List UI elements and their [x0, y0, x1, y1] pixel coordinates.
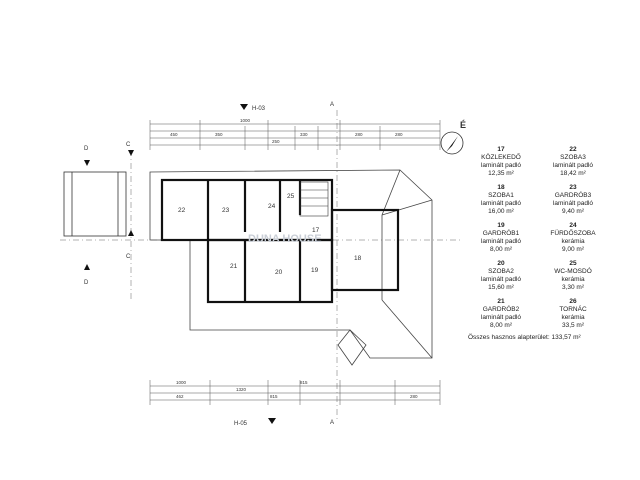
room-name: GARDRÓB3 — [554, 192, 592, 199]
dim-text: 815 — [300, 380, 308, 385]
top-dimension-lines — [149, 120, 441, 150]
dim-text: 280 — [355, 132, 363, 137]
dim-text: 462 — [176, 394, 184, 399]
room-floor: laminált padló — [480, 276, 522, 283]
room-floor: kerámia — [561, 314, 585, 321]
watermark-logo: DUNA HOUSE — [248, 233, 322, 245]
room-label-20: 20 — [275, 269, 283, 276]
axis-a-top: A — [330, 102, 334, 108]
total-area: Összes hasznos alapterület: 133,57 m² — [468, 334, 581, 341]
room-label-25: 25 — [287, 193, 295, 200]
room-name: KÖZLEKEDŐ — [481, 154, 521, 161]
room-name: GARDRÓB2 — [482, 306, 520, 313]
room-floor: laminált padló — [552, 200, 594, 207]
legend-room: 25 WC-MOSDÓ kerámia 3,30 m² — [538, 260, 608, 292]
room-name: TORNÁC — [559, 306, 587, 313]
bottom-dimension-texts: 1000 815 1320 462 815 280 — [176, 380, 418, 399]
legend-room: 17 KÖZLEKEDŐ laminált padló 12,35 m² — [466, 146, 536, 178]
marker-c-top — [128, 150, 134, 156]
room-name: SZOBA1 — [488, 192, 514, 199]
section-arrow-top — [240, 104, 248, 110]
legend-room: 24 FÜRDŐSZOBA kerámia 9,00 m² — [538, 222, 608, 254]
room-number: 19 — [497, 222, 505, 229]
dim-text: 1000 — [176, 380, 187, 385]
top-dimension-texts: 1000 450 350 330 280 280 250 — [170, 118, 403, 144]
axis-d-top: D — [84, 146, 89, 152]
north-label: É — [460, 120, 466, 130]
room-name: FÜRDŐSZOBA — [550, 230, 596, 237]
legend-room: 20 SZOBA2 laminált padló 15,60 m² — [466, 260, 536, 292]
section-lines — [60, 110, 460, 420]
section-arrow-bottom — [268, 418, 276, 424]
room-number: 26 — [569, 298, 577, 305]
room-label-19: 19 — [311, 267, 319, 274]
room-area: 8,00 m² — [489, 246, 513, 253]
left-terrace — [63, 171, 127, 237]
legend-room: 23 GARDRÓB3 laminált padló 9,40 m² — [538, 184, 608, 216]
room-area: 16,00 m² — [488, 208, 514, 215]
room-floor: laminált padló — [552, 162, 594, 169]
room-area: 9,40 m² — [561, 208, 585, 215]
room-number: 20 — [497, 260, 505, 267]
room-area: 12,35 m² — [488, 170, 514, 177]
room-label-23: 23 — [222, 207, 230, 214]
legend-room: 18 SZOBA1 laminált padló 16,00 m² — [466, 184, 536, 216]
room-area: 3,30 m² — [561, 284, 585, 291]
dim-text: 280 — [410, 394, 418, 399]
legend-room: 26 TORNÁC kerámia 33,5 m² — [538, 298, 608, 330]
room-area: 9,00 m² — [561, 246, 585, 253]
dim-text: 350 — [215, 132, 223, 137]
room-name: GARDRÓB1 — [482, 230, 520, 237]
dim-text: 450 — [170, 132, 178, 137]
bottom-dimension-lines — [149, 380, 441, 405]
marker-d-mid — [84, 264, 90, 270]
legend-room: 19 GARDRÓB1 laminált padló 8,00 m² — [466, 222, 536, 254]
room-number: 23 — [569, 184, 577, 191]
room-name: SZOBA3 — [560, 154, 586, 161]
room-floor: laminált padló — [480, 314, 522, 321]
room-number: 24 — [569, 222, 577, 229]
room-label-21: 21 — [230, 263, 238, 270]
north-arrow-icon — [440, 131, 464, 155]
room-label-18: 18 — [354, 255, 362, 262]
axis-c-top: C — [126, 142, 131, 148]
section-label-bottom: H-05 — [234, 421, 248, 427]
room-floor: laminált padló — [480, 200, 522, 207]
room-name: SZOBA2 — [488, 268, 514, 275]
room-floor: kerámia — [561, 238, 585, 245]
room-area: 15,60 m² — [488, 284, 514, 291]
dim-text: 330 — [300, 132, 308, 137]
dim-text: 250 — [272, 139, 280, 144]
axis-c-mid: C — [126, 254, 131, 260]
section-label-top: H-03 — [252, 106, 266, 112]
room-number: 18 — [497, 184, 505, 191]
room-number: 21 — [497, 298, 505, 305]
room-label-22: 22 — [178, 207, 186, 214]
room-label-24: 24 — [268, 203, 276, 210]
room-area: 33,5 m² — [561, 322, 585, 329]
room-number: 17 — [497, 146, 505, 153]
axis-d-mid: D — [84, 280, 89, 286]
legend-room: 22 SZOBA3 laminált padló 18,42 m² — [538, 146, 608, 178]
marker-c-mid — [128, 230, 134, 236]
room-floor: kerámia — [561, 276, 585, 283]
room-number: 25 — [569, 260, 577, 267]
room-name: WC-MOSDÓ — [554, 268, 592, 275]
room-area: 18,42 m² — [560, 170, 586, 177]
dim-text: 1000 — [240, 118, 251, 123]
staircase — [299, 181, 329, 217]
room-numbers: 22 23 24 25 17 18 21 20 19 — [178, 193, 362, 276]
axis-a-bottom: A — [330, 420, 334, 426]
legend-room: 21 GARDRÓB2 laminált padló 8,00 m² — [466, 298, 536, 330]
room-label-17: 17 — [312, 227, 320, 234]
room-floor: laminált padló — [480, 238, 522, 245]
dim-text: 1320 — [236, 387, 247, 392]
marker-d-top — [84, 160, 90, 166]
room-area: 8,00 m² — [489, 322, 513, 329]
dim-text: 815 — [270, 394, 278, 399]
dim-text: 280 — [395, 132, 403, 137]
room-floor: laminált padló — [480, 162, 522, 169]
room-number: 22 — [569, 146, 577, 153]
